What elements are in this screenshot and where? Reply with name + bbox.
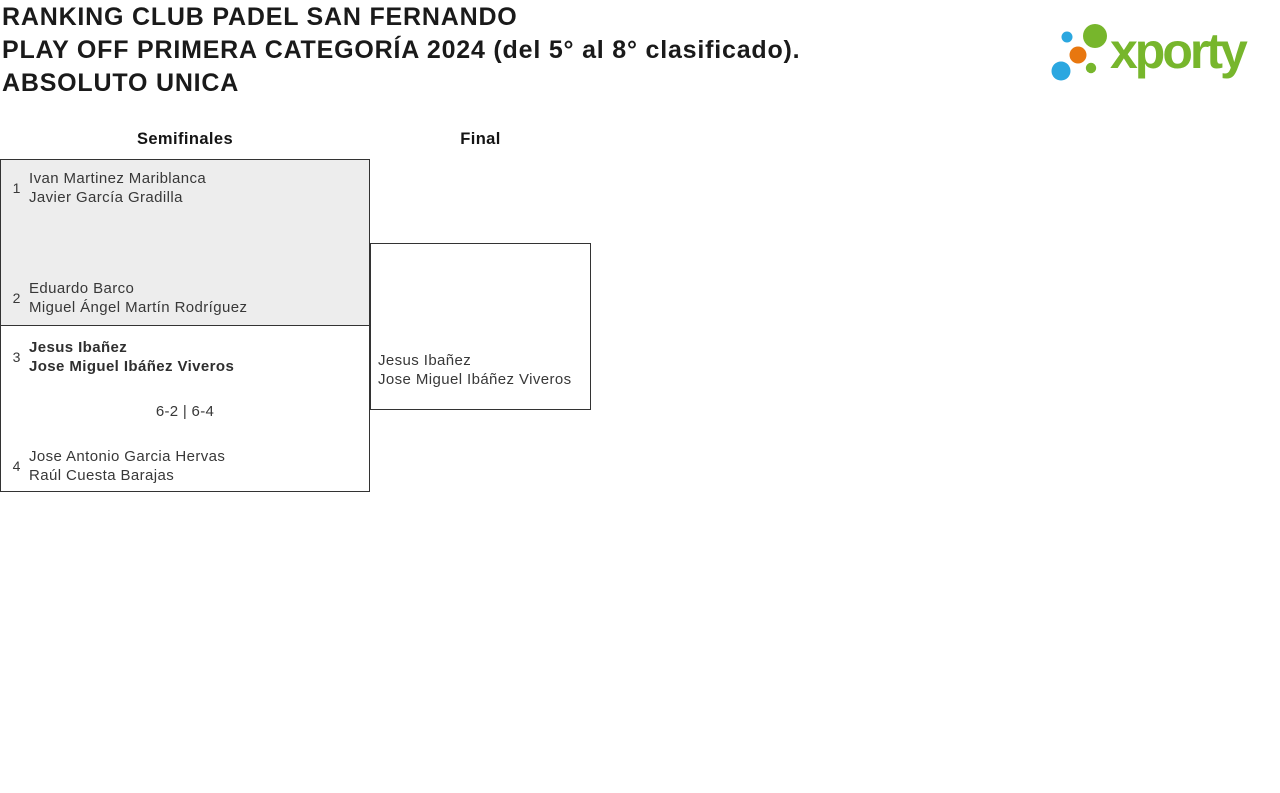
logo-dot-orange [1069, 46, 1087, 64]
player-name: Miguel Ángel Martín Rodríguez [29, 299, 248, 316]
title-line-category: PLAY OFF PRIMERA CATEGORÍA 2024 (del 5° … [2, 36, 801, 64]
final-team[interactable]: Jesus Ibañez Jose Miguel Ibáñez Viveros [378, 351, 572, 389]
seed-number: 2 [12, 290, 21, 306]
page-title: RANKING CLUB PADEL SAN FERNANDO PLAY OFF… [2, 0, 800, 100]
player-name: Raúl Cuesta Barajas [29, 467, 175, 484]
round-header-semifinales: Semifinales [136, 130, 234, 148]
player-name: Jesus Ibañez [29, 339, 128, 356]
team-seed-1[interactable]: 1 Ivan Martinez Mariblanca Javier García… [9, 169, 365, 207]
team-seed-2[interactable]: 2 Eduardo Barco Miguel Ángel Martín Rodr… [9, 279, 365, 317]
player-name: Jose Miguel Ibáñez Viveros [29, 358, 235, 375]
round-header-final: Final [460, 130, 501, 148]
title-line-tournament: RANKING CLUB PADEL SAN FERNANDO [2, 3, 518, 31]
player-name: Javier García Gradilla [29, 189, 183, 206]
player-name: Eduardo Barco [29, 280, 135, 297]
team-seed-3[interactable]: 3 Jesus Ibañez Jose Miguel Ibáñez Vivero… [9, 338, 365, 376]
final-match-box: Jesus Ibañez Jose Miguel Ibáñez Viveros [370, 243, 591, 410]
player-name: Jesus Ibañez [378, 352, 472, 369]
title-line-division: ABSOLUTO UNICA [2, 69, 240, 97]
team-players: Ivan Martinez Mariblanca Javier García G… [29, 169, 206, 207]
team-players: Eduardo Barco Miguel Ángel Martín Rodríg… [29, 279, 247, 317]
team-players: Jose Antonio Garcia Hervas Raúl Cuesta B… [29, 447, 225, 485]
semifinal-2-match-box: 3 Jesus Ibañez Jose Miguel Ibáñez Vivero… [0, 325, 370, 492]
xporty-logo[interactable]: xporty [1046, 8, 1276, 99]
player-name: Ivan Martinez Mariblanca [29, 170, 207, 187]
seed-number: 3 [12, 349, 21, 365]
seed-number: 1 [12, 180, 21, 196]
logo-dot-blue-small [1061, 31, 1073, 43]
logo-dot-green-small [1085, 62, 1097, 74]
xporty-dots-icon [1051, 24, 1107, 81]
team-seed-4[interactable]: 4 Jose Antonio Garcia Hervas Raúl Cuesta… [9, 447, 365, 485]
logo-dot-blue-large [1051, 61, 1071, 81]
xporty-logo-graphic: xporty [1051, 23, 1251, 81]
semifinal-1-match-box: 1 Ivan Martinez Mariblanca Javier García… [0, 159, 370, 326]
player-name: Jose Antonio Garcia Hervas [29, 448, 226, 465]
match-score: 6-2 | 6-4 [155, 403, 215, 420]
player-name: Jose Miguel Ibáñez Viveros [378, 371, 572, 388]
xporty-wordmark: xporty [1110, 23, 1248, 79]
seed-number: 4 [12, 458, 21, 474]
team-players: Jesus Ibañez Jose Miguel Ibáñez Viveros [29, 338, 234, 376]
logo-dot-green-large [1083, 24, 1107, 48]
